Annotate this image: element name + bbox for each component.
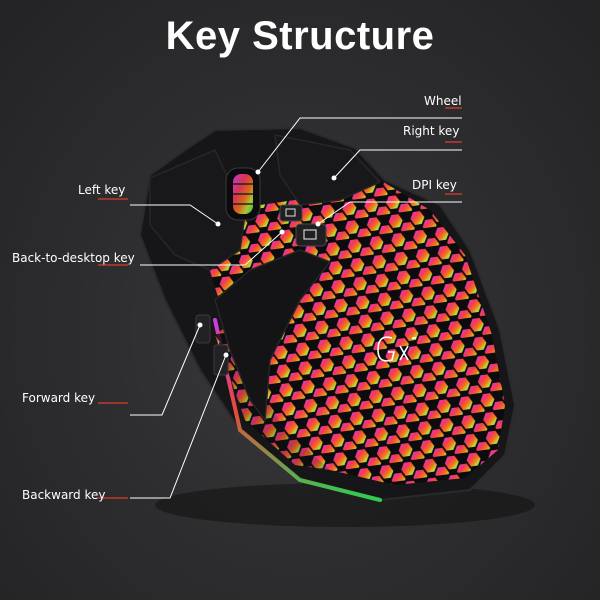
label-forward-key: Forward key: [22, 391, 96, 405]
label-dpi-key: DPI key: [412, 178, 457, 192]
leader-lines: [130, 117, 462, 499]
scroll-wheel-icon: [225, 167, 261, 221]
page-title: Key Structure: [165, 14, 435, 58]
label-right-key: Right key: [403, 124, 460, 138]
logo-mark-icon: [377, 336, 416, 362]
backward-side-button: [213, 344, 229, 376]
forward-side-button: [195, 314, 211, 344]
label-left-key: Left key: [78, 183, 126, 197]
desktop-button-icon: [279, 204, 303, 222]
label-back-to-desktop-key: Back-to-desktop key: [12, 251, 135, 265]
label-backward-key: Backward key: [22, 488, 106, 502]
label-wheel: Wheel: [424, 94, 462, 108]
leader-accents: [98, 107, 462, 499]
dpi-button-icon: [295, 223, 327, 247]
